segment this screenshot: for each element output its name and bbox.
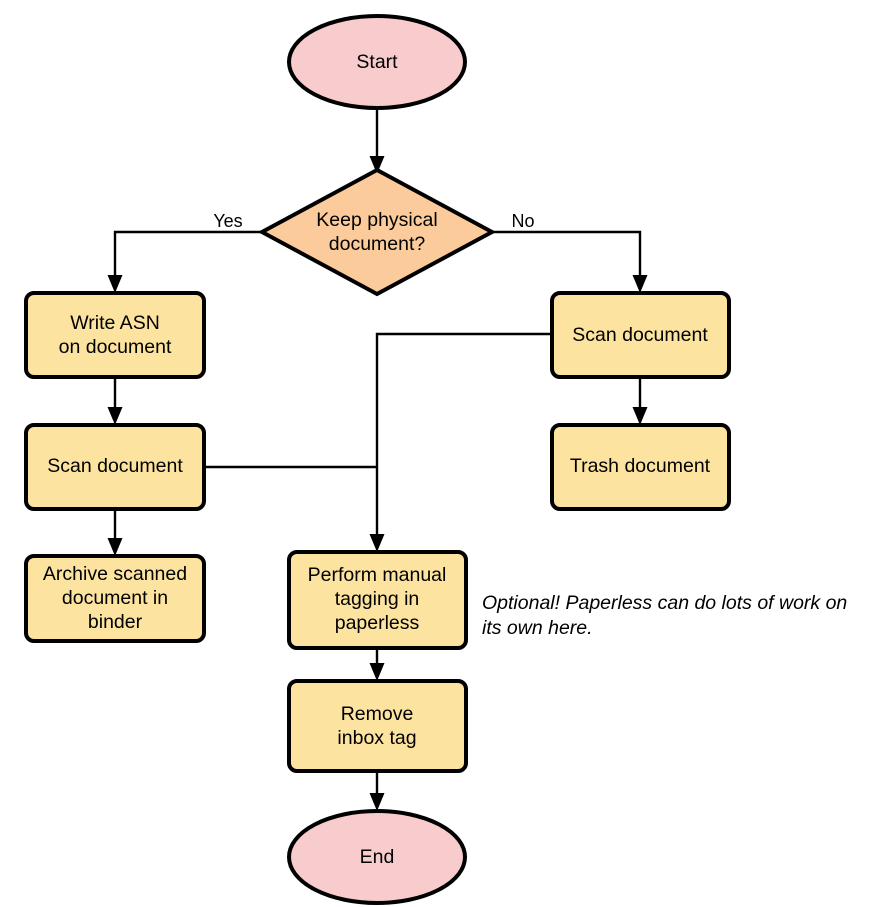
decision-label-line2: document? [329, 233, 426, 255]
node-remove-inbox-tag[interactable]: Remove inbox tag [287, 679, 468, 773]
scan-document-right-label: Scan document [572, 324, 708, 346]
node-archive-scanned-document[interactable]: Archive scanned document in binder [24, 554, 206, 643]
write-asn-label-line2: on document [59, 336, 172, 358]
end-label: End [360, 846, 395, 868]
write-asn-label-line1: Write ASN [70, 312, 160, 334]
trash-document-box [550, 423, 731, 511]
edge-label-yes: Yes [213, 211, 242, 231]
trash-document-label: Trash document [570, 455, 711, 477]
node-scan-document-right[interactable]: Scan document [550, 291, 731, 379]
start-label: Start [356, 51, 398, 73]
annotation-line2: its own here. [482, 617, 593, 639]
connector-manual-tagging-to-remove-inbox [369, 648, 385, 681]
archive-label-line1: Archive scanned [43, 563, 187, 585]
start-ellipse [287, 14, 467, 110]
annotation-optional-paperless: Optional! Paperless can do lots of work … [482, 592, 847, 639]
node-trash-document[interactable]: Trash document [550, 423, 731, 511]
connector-scan-right-to-trash [632, 377, 648, 425]
manual-tagging-label-line3: paperless [335, 612, 420, 634]
manual-tagging-box [287, 550, 468, 650]
annotation-line1: Optional! Paperless can do lots of work … [482, 592, 847, 614]
scan-document-left-label: Scan document [47, 455, 183, 477]
connector-remove-inbox-to-end [369, 771, 385, 811]
scan-document-right-box [550, 291, 731, 379]
archive-label-line3: binder [88, 611, 143, 633]
connector-decision-yes-to-write-asn [107, 230, 262, 293]
end-ellipse [287, 809, 467, 905]
manual-tagging-label-line1: Perform manual [308, 564, 447, 586]
connector-scan-left-to-archive [107, 509, 123, 556]
archive-box [24, 554, 206, 643]
edge-label-no: No [511, 211, 534, 231]
remove-inbox-tag-box [287, 679, 468, 773]
node-scan-document-left[interactable]: Scan document [24, 423, 206, 511]
decision-diamond [257, 167, 497, 297]
remove-inbox-label-line1: Remove [341, 703, 414, 725]
connector-decision-no-to-scan-right [492, 230, 648, 293]
manual-tagging-label-line2: tagging in [335, 588, 420, 610]
scan-document-left-box [24, 423, 206, 511]
connector-write-asn-to-scan-left [107, 377, 123, 425]
node-perform-manual-tagging[interactable]: Perform manual tagging in paperless [287, 550, 468, 650]
decision-label-line1: Keep physical [316, 209, 437, 231]
connector-scan-right-to-manual-tagging [369, 332, 552, 552]
node-end[interactable]: End [287, 809, 467, 905]
archive-label-line2: document in [62, 587, 168, 609]
write-asn-box [24, 291, 206, 379]
node-start[interactable]: Start [287, 14, 467, 110]
connector-start-to-decision [369, 108, 385, 174]
node-write-asn[interactable]: Write ASN on document [24, 291, 206, 379]
node-decision-keep-physical-document[interactable]: Keep physical document? [257, 167, 497, 297]
remove-inbox-label-line2: inbox tag [337, 727, 416, 749]
